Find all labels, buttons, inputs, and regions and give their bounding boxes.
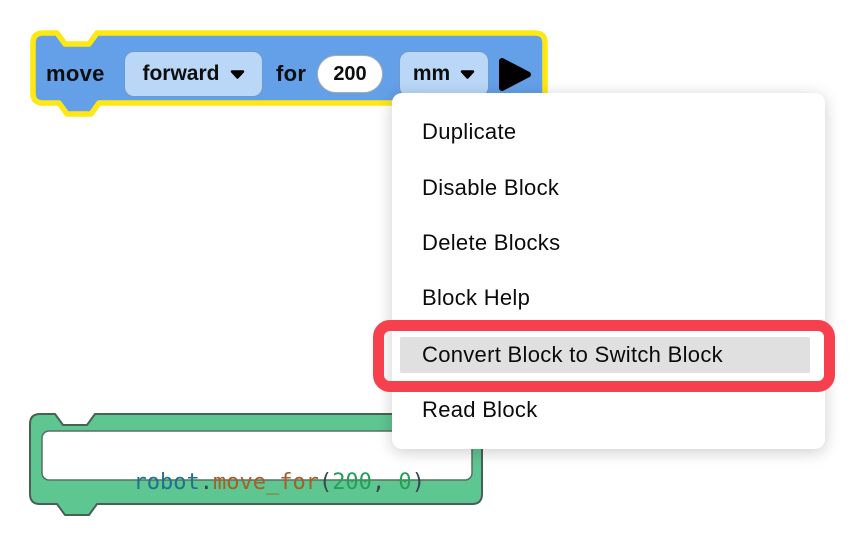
play-icon xyxy=(499,58,531,91)
menu-item-block-help[interactable]: Block Help xyxy=(422,285,531,310)
code-token: ) xyxy=(411,470,425,495)
unit-dropdown[interactable]: mm xyxy=(399,51,489,97)
distance-input[interactable]: 200 xyxy=(317,55,383,93)
context-menu: Duplicate Disable Block Delete Blocks Bl… xyxy=(392,93,825,449)
switch-block-shape xyxy=(29,413,483,516)
menu-item-read-block[interactable]: Read Block xyxy=(422,397,538,422)
menu-item-duplicate[interactable]: Duplicate xyxy=(422,119,517,144)
direction-dropdown-value: forward xyxy=(142,62,220,85)
code-token: move_for xyxy=(212,470,319,495)
code-text: robot.move_for(200, 0) xyxy=(54,444,425,522)
direction-dropdown[interactable]: forward xyxy=(124,51,263,97)
dropdown-caret-icon xyxy=(230,69,244,79)
menu-item-convert-block-to-switch-block[interactable]: Convert Block to Switch Block xyxy=(400,337,810,373)
code-token: . xyxy=(199,470,213,495)
code-token: 0 xyxy=(385,470,412,495)
distance-value: 200 xyxy=(333,62,367,85)
menu-item-delete-blocks[interactable]: Delete Blocks xyxy=(422,230,561,255)
code-token: robot xyxy=(133,470,200,495)
code-token: , xyxy=(371,470,386,495)
code-token: 200 xyxy=(332,470,372,495)
unit-dropdown-value: mm xyxy=(412,62,451,85)
code-token: ( xyxy=(318,470,333,495)
for-label: for xyxy=(276,61,307,86)
dropdown-caret-icon xyxy=(460,69,475,79)
move-block[interactable]: move forward for 200 mm xyxy=(0,0,564,130)
move-label: move xyxy=(46,61,105,86)
menu-item-disable-block[interactable]: Disable Block xyxy=(422,175,560,200)
switch-code-block[interactable]: robot.move_for(200, 0) xyxy=(0,400,510,530)
